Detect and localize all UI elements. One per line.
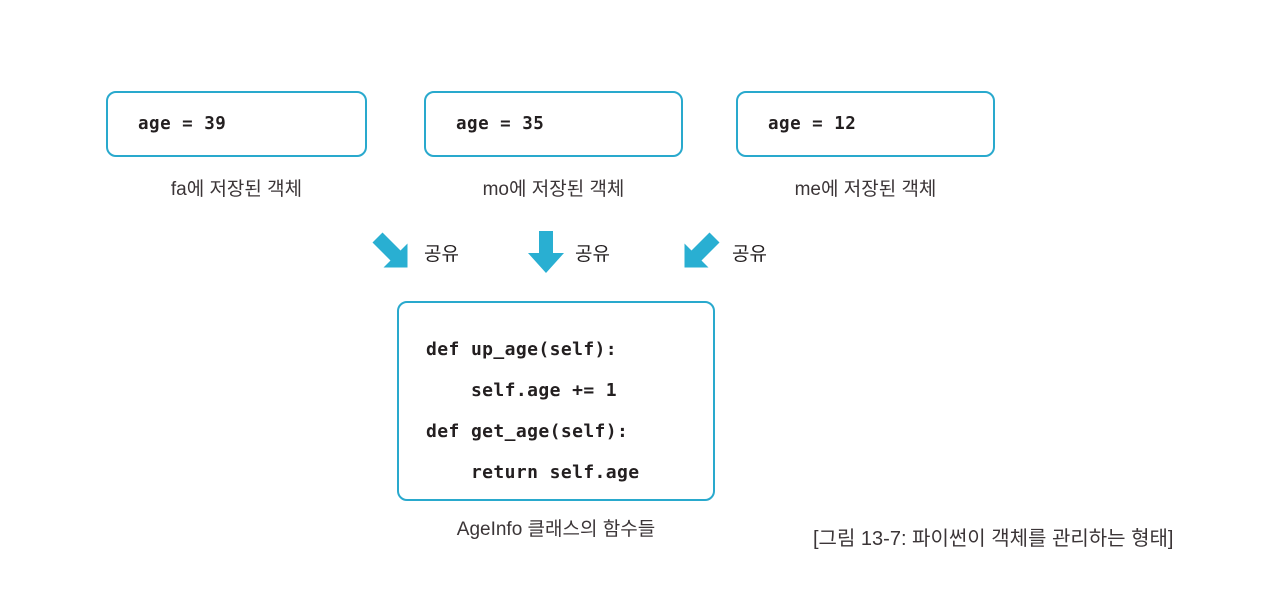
object-box-fa: age = 39 bbox=[106, 91, 367, 157]
object-box-fa-code: age = 39 bbox=[138, 114, 227, 134]
object-box-mo-caption: mo에 저장된 객체 bbox=[482, 179, 625, 200]
arrow-down-icon bbox=[528, 231, 564, 273]
share-label-fa: 공유 bbox=[424, 243, 459, 265]
object-box-mo: age = 35 bbox=[424, 91, 683, 157]
method-code-line: def up_age(self): bbox=[426, 339, 618, 360]
arrow-down-right-icon bbox=[372, 232, 408, 268]
object-box-fa-caption: fa에 저장된 객체 bbox=[170, 179, 303, 200]
method-code-line: self.age += 1 bbox=[426, 380, 618, 401]
method-code-line: def get_age(self): bbox=[426, 421, 629, 442]
share-arrow-group-me: 공유 bbox=[677, 229, 767, 275]
object-box-me-caption: me에 저장된 객체 bbox=[794, 179, 937, 200]
method-box-caption: AgeInfo 클래스의 함수들 bbox=[456, 519, 656, 540]
method-box: def up_age(self): self.age += 1 def get_… bbox=[397, 301, 715, 501]
share-label-me: 공유 bbox=[732, 243, 767, 265]
figure-caption: [그림 13-7: 파이썬이 객체를 관리하는 형태] bbox=[813, 528, 1174, 550]
object-box-me-code: age = 12 bbox=[768, 114, 857, 134]
method-code-line: return self.age bbox=[426, 462, 640, 483]
share-arrow-group-fa: 공유 bbox=[369, 229, 459, 275]
share-label-mo: 공유 bbox=[575, 243, 610, 265]
share-arrow-group-mo: 공유 bbox=[526, 229, 610, 275]
object-box-me: age = 12 bbox=[736, 91, 995, 157]
object-box-mo-code: age = 35 bbox=[456, 114, 545, 134]
arrow-down-left-icon bbox=[684, 232, 720, 268]
